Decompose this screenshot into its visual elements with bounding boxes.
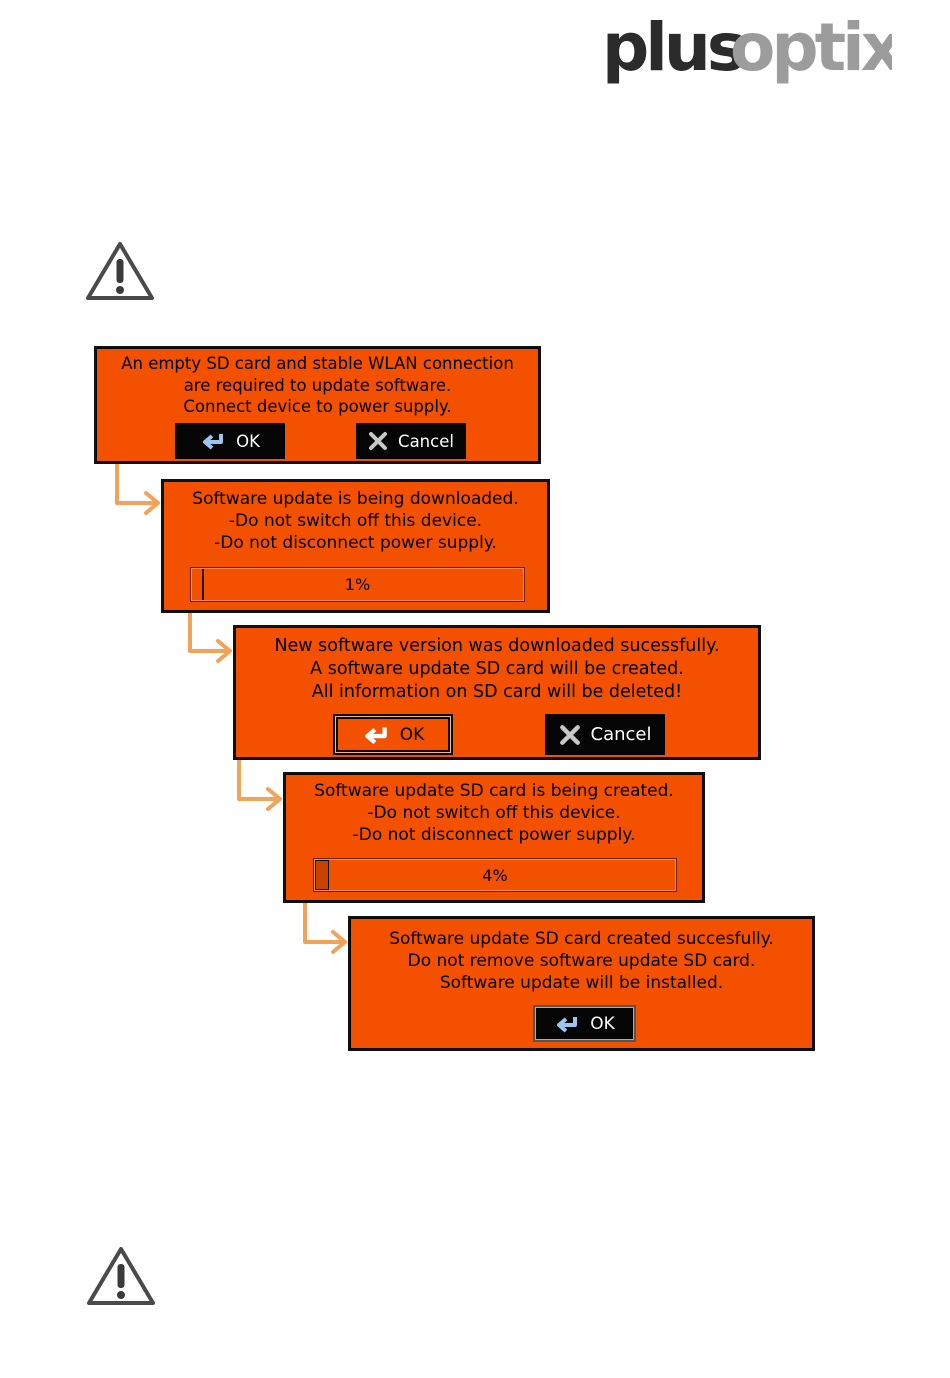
dialog-text-line: Software update will be installed. [439, 973, 724, 993]
progress-label: 1% [344, 575, 371, 594]
ok-button-label: OK [236, 431, 260, 451]
dialog-text-line: -Do not disconnect power supply. [352, 825, 636, 845]
dialog-text-line: -Do not switch off this device. [367, 803, 621, 823]
dialog-text-line: Software update is being downloaded. [192, 489, 519, 509]
close-x-icon [368, 431, 388, 451]
cancel-button[interactable]: Cancel [356, 423, 466, 459]
dialog-text-line: Software update SD card created succesfu… [389, 929, 774, 949]
dialog-creating-sd-card: Software update SD card is being created… [283, 772, 705, 903]
dialog-text-line: New software version was downloaded suce… [274, 636, 720, 656]
cancel-button-label: Cancel [398, 431, 454, 451]
close-x-icon [559, 724, 581, 746]
dialog-text-line: An empty SD card and stable WLAN connect… [121, 354, 514, 373]
progress-fill [315, 860, 329, 890]
flow-arrow [188, 611, 232, 663]
ok-button-label: OK [399, 724, 425, 745]
dialog-sd-card-created: Software update SD card created succesfu… [348, 916, 815, 1051]
ok-button[interactable]: OK [533, 1005, 636, 1042]
dialog-download-complete: New software version was downloaded suce… [233, 625, 761, 760]
progress-label: 4% [482, 865, 508, 885]
download-progress-bar: 1% [190, 567, 525, 602]
ok-button[interactable]: OK [175, 423, 285, 459]
plusoptix-logo: plus optix [602, 6, 892, 86]
warning-triangle-icon [85, 1245, 157, 1307]
ok-button[interactable]: OK [333, 714, 453, 755]
dialog-text-line: -Do not disconnect power supply. [214, 533, 497, 553]
warning-triangle-icon [84, 240, 156, 302]
dialog-text-line: Do not remove software update SD card. [407, 951, 756, 971]
ok-button-label: OK [590, 1013, 615, 1034]
dialog-wlan-requirement: An empty SD card and stable WLAN connect… [94, 346, 541, 464]
logo-text-plus: plus [602, 9, 744, 86]
logo-text-optix: optix [730, 9, 892, 86]
flow-arrow [115, 462, 160, 515]
flow-arrow [237, 758, 282, 811]
return-arrow-icon [362, 724, 390, 746]
flow-arrow [303, 900, 347, 954]
cancel-button[interactable]: Cancel [545, 714, 665, 755]
dialog-text-line: A software update SD card will be create… [310, 659, 684, 679]
return-arrow-icon [554, 1014, 580, 1034]
progress-fill [192, 569, 204, 600]
sd-card-progress-bar: 4% [313, 858, 677, 892]
dialog-text-line: Software update SD card is being created… [314, 781, 674, 801]
dialog-downloading: Software update is being downloaded. -Do… [161, 479, 550, 613]
dialog-text-line: Connect device to power supply. [183, 397, 452, 416]
dialog-text-line: All information on SD card will be delet… [311, 682, 683, 702]
return-arrow-icon [200, 431, 226, 451]
cancel-button-label: Cancel [590, 724, 652, 745]
dialog-text-line: -Do not switch off this device. [228, 511, 483, 531]
dialog-text-line: are required to update software. [183, 375, 452, 395]
